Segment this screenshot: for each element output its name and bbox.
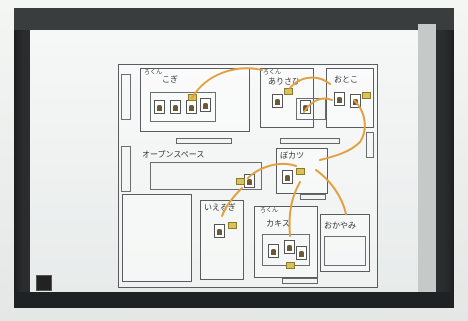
magnet bbox=[296, 168, 305, 175]
left-wall-panel bbox=[121, 146, 131, 192]
name-card bbox=[272, 94, 283, 108]
room-tag: ろくん bbox=[260, 207, 279, 214]
connector-curve bbox=[221, 187, 243, 217]
frame-bottom-edge bbox=[14, 292, 454, 308]
name-card bbox=[334, 92, 345, 106]
name-card bbox=[154, 100, 165, 114]
sub-room bbox=[296, 98, 326, 120]
room-name: おかやみ bbox=[324, 221, 356, 230]
room-name: カキス bbox=[266, 219, 290, 228]
name-card bbox=[170, 100, 181, 114]
frame-top-strip bbox=[14, 8, 454, 30]
room-bottom-right bbox=[320, 214, 370, 272]
connector-curve bbox=[247, 162, 297, 179]
name-card bbox=[200, 98, 211, 112]
whiteboard-surface bbox=[30, 30, 418, 292]
table-outline bbox=[150, 92, 216, 122]
corridor-label-bar bbox=[280, 138, 340, 144]
room-name: いえるぎ bbox=[204, 203, 236, 212]
connector-curve bbox=[315, 169, 347, 215]
name-card bbox=[282, 170, 293, 184]
connector-curve bbox=[289, 76, 331, 89]
left-wall-panel bbox=[121, 74, 131, 120]
room-tag: ろくん bbox=[144, 69, 163, 76]
room-bottom-left bbox=[200, 200, 244, 280]
room-tag: ろくん bbox=[263, 69, 282, 76]
magnet bbox=[286, 262, 295, 269]
door-label-bar bbox=[282, 278, 318, 284]
magnet bbox=[362, 92, 371, 99]
name-card bbox=[300, 100, 311, 114]
corner-magnet bbox=[36, 275, 52, 291]
corridor-label-bar bbox=[300, 194, 326, 200]
room-bottom-left-large bbox=[122, 194, 192, 282]
room-name: おとこ bbox=[334, 75, 358, 84]
connector-curve bbox=[319, 141, 361, 161]
corridor-label-bar bbox=[176, 138, 232, 144]
room-name: ありさひ bbox=[268, 77, 300, 86]
name-card bbox=[296, 246, 307, 260]
magnet bbox=[284, 88, 293, 95]
open-space-label: オープンスペース bbox=[142, 150, 205, 159]
name-card bbox=[214, 224, 225, 238]
frame-right-edge bbox=[418, 24, 436, 292]
right-wall-panel bbox=[366, 132, 374, 158]
connector-curve bbox=[353, 99, 366, 143]
table-outline bbox=[324, 236, 366, 266]
connector-curve bbox=[191, 67, 263, 99]
connector-curve bbox=[303, 97, 333, 113]
magnet bbox=[236, 178, 245, 185]
open-space-area bbox=[150, 162, 262, 190]
name-card bbox=[268, 244, 279, 258]
name-card bbox=[284, 240, 295, 254]
room-name: ぼカツ bbox=[280, 151, 304, 160]
magnet bbox=[228, 222, 237, 229]
connector-curve bbox=[288, 181, 301, 237]
room-name: こぎ bbox=[162, 75, 178, 84]
